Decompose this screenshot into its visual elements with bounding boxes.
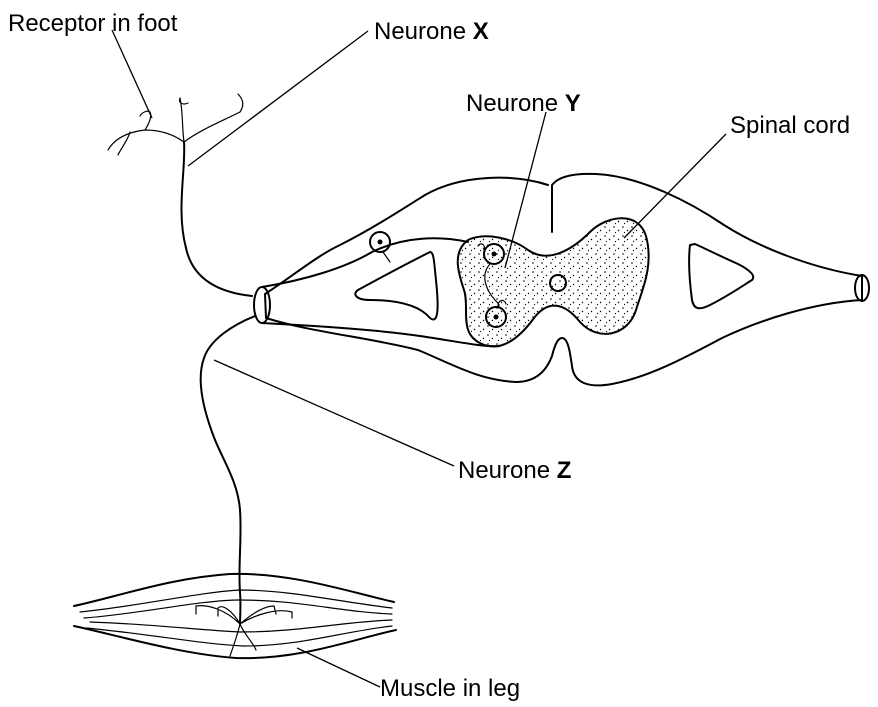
neurone-y-label: Neurone Y — [466, 90, 581, 118]
receptor-dendrites — [108, 94, 243, 155]
leader-neurone-y — [505, 112, 546, 268]
grey-matter — [458, 218, 649, 346]
neurone-z-axon — [201, 316, 255, 624]
neurone-z-nucleus — [494, 315, 499, 320]
leader-neurone-x — [188, 31, 368, 166]
neurone-z-label: Neurone Z — [458, 457, 571, 485]
left-white-matter-region — [355, 252, 437, 319]
neurone-x-label: Neurone X — [374, 18, 489, 46]
neurone-y-nucleus — [492, 252, 497, 257]
dorsal-root — [262, 238, 468, 287]
right-white-matter-region — [689, 244, 753, 308]
neurone-x-axon — [181, 142, 252, 296]
leader-spinal-cord — [624, 134, 726, 238]
leader-neurone-z — [214, 360, 454, 466]
receptor-label: Receptor in foot — [8, 10, 177, 38]
leader-muscle — [297, 648, 380, 687]
muscle-label: Muscle in leg — [380, 675, 520, 703]
nerve-end — [254, 287, 270, 323]
spinal-cord-label: Spinal cord — [730, 112, 850, 140]
neurone-x-nucleus — [378, 240, 383, 245]
leader-receptor — [112, 30, 152, 118]
